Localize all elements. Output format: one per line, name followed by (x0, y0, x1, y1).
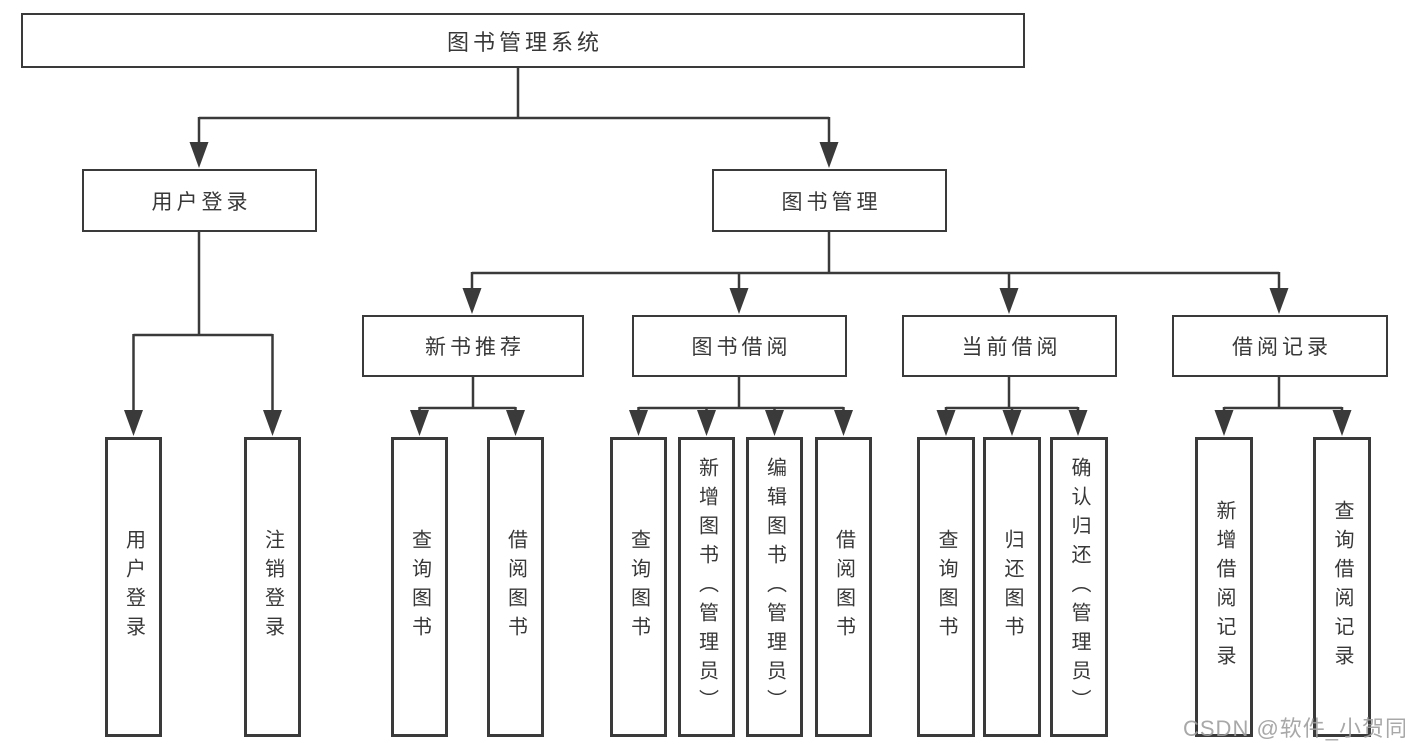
leaf-add-borrow-record-label: 新增借阅记录 (1213, 500, 1235, 674)
node-new-book-recommend: 新书推荐 (362, 315, 584, 377)
leaf-logout: 注销登录 (244, 437, 301, 737)
leaf-query-books-borrow: 查询图书 (610, 437, 667, 737)
leaf-query-books-recommend-label: 查询图书 (408, 529, 431, 645)
leaf-add-book-admin-label: 新增图书（管理员） (695, 456, 718, 718)
leaf-add-book-admin: 新增图书（管理员） (678, 437, 735, 737)
leaf-confirm-return-admin-label: 确认归还（管理员） (1068, 456, 1090, 718)
watermark: CSDN @软件_小贺同学 (1183, 716, 1405, 741)
node-borrow-records: 借阅记录 (1172, 315, 1388, 377)
node-book-management: 图书管理 (712, 169, 947, 232)
node-current-borrow: 当前借阅 (902, 315, 1117, 377)
node-user-login-label: 用户登录 (151, 190, 252, 214)
node-new-book-recommend-label: 新书推荐 (425, 336, 525, 359)
leaf-return-book-label: 归还图书 (1001, 529, 1023, 645)
leaf-edit-book-admin-label: 编辑图书（管理员） (763, 456, 786, 718)
node-root: 图书管理系统 (21, 13, 1025, 68)
node-root-label: 图书管理系统 (446, 29, 603, 55)
node-book-borrow-label: 图书借阅 (691, 336, 792, 359)
leaf-borrow-books-recommend: 借阅图书 (487, 437, 544, 737)
leaf-query-books-current-label: 查询图书 (935, 529, 957, 645)
leaf-return-book: 归还图书 (983, 437, 1041, 737)
node-user-login: 用户登录 (82, 169, 317, 232)
leaf-query-borrow-record: 查询借阅记录 (1313, 437, 1371, 737)
leaf-query-books-current: 查询图书 (917, 437, 975, 737)
node-current-borrow-label: 当前借阅 (961, 336, 1062, 359)
leaf-user-login: 用户登录 (105, 437, 162, 737)
leaf-add-borrow-record: 新增借阅记录 (1195, 437, 1253, 737)
node-book-borrow: 图书借阅 (632, 315, 847, 377)
node-book-management-label: 图书管理 (781, 190, 882, 214)
leaf-borrow-books-borrow: 借阅图书 (815, 437, 872, 737)
leaf-logout-label: 注销登录 (261, 529, 284, 645)
leaf-borrow-books-borrow-label: 借阅图书 (832, 529, 855, 645)
leaf-confirm-return-admin: 确认归还（管理员） (1050, 437, 1108, 737)
leaf-user-login-label: 用户登录 (122, 529, 145, 645)
node-borrow-records-label: 借阅记录 (1232, 336, 1332, 359)
leaf-query-books-borrow-label: 查询图书 (627, 529, 650, 645)
leaf-edit-book-admin: 编辑图书（管理员） (746, 437, 803, 737)
leaf-query-borrow-record-label: 查询借阅记录 (1331, 500, 1353, 674)
leaf-borrow-books-recommend-label: 借阅图书 (504, 529, 527, 645)
leaf-query-books-recommend: 查询图书 (391, 437, 448, 737)
